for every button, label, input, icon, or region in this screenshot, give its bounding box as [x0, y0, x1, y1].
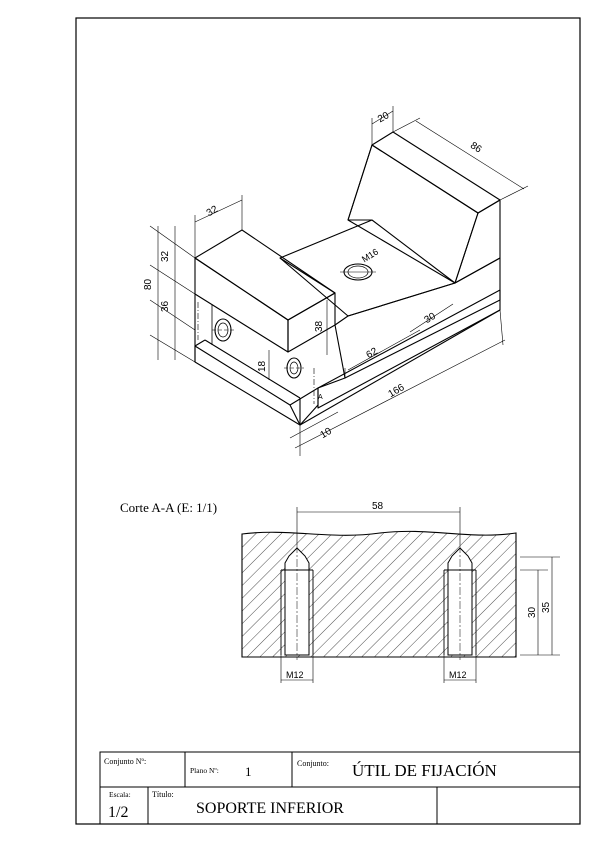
dim-86: 86 — [468, 140, 484, 155]
conjunto-value: ÚTIL DE FIJACIÓN — [352, 761, 497, 780]
front-block-side-face — [287, 292, 336, 353]
dim-m12-right: M12 — [449, 670, 467, 680]
dim-32-left: 32 — [160, 250, 171, 262]
plano-value: 1 — [245, 764, 252, 779]
titulo-value: SOPORTE INFERIOR — [196, 800, 344, 817]
iso-dimension-lines — [149, 106, 529, 456]
escala-value: 1/2 — [108, 804, 128, 821]
slot-hole-left — [214, 318, 232, 342]
section-title: Corte A-A (E: 1/1) — [120, 500, 217, 515]
section-view — [241, 530, 517, 660]
dim-62: 62 — [365, 346, 381, 361]
rear-block-side — [454, 199, 501, 284]
dim-18: 18 — [257, 360, 268, 372]
dim-58: 58 — [372, 501, 384, 512]
base-side-face — [317, 289, 501, 409]
sheet-border — [75, 17, 581, 825]
isometric-view — [194, 131, 501, 426]
dim-35-section: 35 — [541, 601, 552, 613]
dim-36: 36 — [160, 300, 171, 312]
dim-166: 166 — [387, 382, 407, 400]
title-block — [99, 751, 581, 825]
dim-30-iso: 30 — [422, 311, 438, 326]
section-body — [241, 530, 517, 658]
conjunto-no-label: Conjunto Nº: — [104, 757, 146, 766]
plano-label: Plano Nº: — [190, 766, 219, 775]
dim-m16: M16 — [360, 247, 380, 265]
dim-32-top: 32 — [205, 204, 221, 219]
front-block-front-face — [194, 257, 289, 353]
section-dimension-lines — [280, 507, 560, 683]
section-mark-a: A — [318, 394, 323, 401]
dim-10: 10 — [319, 426, 335, 441]
conjunto-label: Conjunto: — [297, 759, 329, 768]
dim-20: 20 — [376, 110, 392, 125]
titulo-label: Título: — [152, 790, 174, 799]
escala-label: Escala: — [109, 790, 131, 799]
dim-80: 80 — [143, 278, 154, 290]
dim-m12-left: M12 — [286, 670, 304, 680]
base-top-face — [334, 257, 501, 379]
dim-38: 38 — [314, 320, 325, 332]
dim-30-section: 30 — [527, 606, 538, 618]
